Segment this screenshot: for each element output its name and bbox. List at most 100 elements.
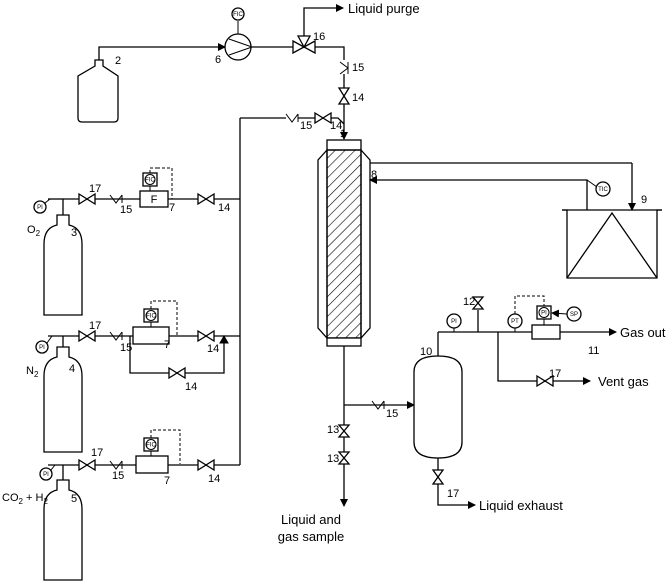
o2-supply-line: PI F FIC bbox=[33, 167, 240, 316]
setpoint-icon bbox=[566, 306, 582, 322]
valve-14-n2 bbox=[197, 329, 215, 343]
valve-14-o2 bbox=[197, 192, 215, 206]
pump-flow-controller-icon bbox=[231, 7, 245, 21]
text-labels: Liquid purge Gas out Vent gas Liquid exh… bbox=[2, 1, 666, 544]
liquid-feed-section: FIC bbox=[77, 4, 351, 140]
heater-9 bbox=[562, 209, 662, 279]
svg-text:15: 15 bbox=[300, 120, 312, 132]
gas-manifold bbox=[239, 111, 345, 465]
svg-text:TIC: TIC bbox=[598, 187, 608, 193]
svg-text:4: 4 bbox=[69, 363, 75, 375]
svg-text:14: 14 bbox=[207, 343, 219, 355]
reactor-1 bbox=[317, 139, 371, 347]
gas-out-label: Gas out bbox=[620, 325, 666, 340]
reactor-outlet-line bbox=[337, 346, 415, 507]
pump-6 bbox=[224, 33, 252, 61]
svg-text:17: 17 bbox=[91, 447, 103, 459]
svg-text:15: 15 bbox=[386, 408, 398, 420]
svg-text:10: 10 bbox=[420, 346, 432, 358]
svg-text:FIC: FIC bbox=[146, 314, 156, 320]
co2-h2-supply-line: PI FIC bbox=[39, 429, 240, 581]
svg-text:17: 17 bbox=[89, 183, 101, 195]
svg-text:14: 14 bbox=[330, 120, 342, 132]
valve-17-n2 bbox=[78, 329, 96, 343]
svg-text:8: 8 bbox=[371, 169, 377, 181]
sample-label-line1: Liquid and bbox=[281, 512, 341, 527]
relief-valve-12 bbox=[471, 296, 485, 310]
n2-label: N2 bbox=[26, 365, 39, 379]
co2h2-pressure-indicator-icon bbox=[39, 467, 53, 481]
valve-14-header bbox=[314, 111, 332, 125]
svg-text:13: 13 bbox=[327, 424, 339, 436]
liquid-purge-label: Liquid purge bbox=[348, 1, 420, 16]
temperature-control-loop: TIC bbox=[369, 162, 662, 279]
svg-text:FIC: FIC bbox=[145, 178, 155, 184]
temperature-controller-icon bbox=[595, 181, 611, 197]
svg-text:17: 17 bbox=[447, 488, 459, 500]
valve-14-n2-bypass bbox=[168, 366, 186, 380]
svg-text:5: 5 bbox=[71, 493, 77, 505]
pump-fic-label: FIC bbox=[233, 12, 243, 18]
svg-text:15: 15 bbox=[112, 470, 124, 482]
check-valve-15-co2h2 bbox=[109, 460, 123, 470]
co2h2-label: CO2 + H2 bbox=[2, 492, 48, 506]
svg-text:F: F bbox=[151, 194, 158, 206]
valve-17-co2h2 bbox=[78, 458, 96, 472]
svg-text:14: 14 bbox=[218, 202, 230, 214]
back-pressure-regulator-11 bbox=[531, 324, 561, 340]
catalyst-bed bbox=[326, 149, 362, 339]
svg-text:SP: SP bbox=[570, 312, 578, 318]
svg-text:1: 1 bbox=[340, 128, 346, 140]
svg-text:PT: PT bbox=[511, 319, 519, 325]
svg-text:PI: PI bbox=[39, 345, 45, 351]
o2-cylinder-3 bbox=[43, 214, 83, 316]
check-valve-15-top bbox=[339, 61, 349, 75]
vent-gas-label: Vent gas bbox=[598, 374, 649, 389]
o2-pi-label: PI bbox=[37, 205, 43, 211]
n2-supply-line: PI FIC bbox=[35, 300, 240, 453]
svg-text:7: 7 bbox=[164, 475, 170, 487]
svg-text:FIC: FIC bbox=[146, 443, 156, 449]
separator-10: PI PT PI SP bbox=[413, 295, 617, 509]
svg-text:PI: PI bbox=[43, 472, 49, 478]
valve-13-upper bbox=[337, 424, 351, 438]
n2-pressure-indicator-icon bbox=[35, 340, 49, 354]
check-valve-15-n2 bbox=[109, 331, 123, 341]
n2-cylinder-4 bbox=[43, 346, 83, 453]
svg-text:17: 17 bbox=[89, 320, 101, 332]
co2h2-cylinder-5 bbox=[43, 479, 83, 581]
svg-text:16: 16 bbox=[313, 31, 325, 43]
svg-text:14: 14 bbox=[352, 92, 364, 104]
check-valve-15-o2 bbox=[109, 194, 123, 204]
svg-text:11: 11 bbox=[588, 345, 599, 357]
o2-label: O2 bbox=[27, 224, 41, 238]
valve-13-lower bbox=[337, 451, 351, 465]
check-valve-15-outlet bbox=[371, 400, 385, 410]
svg-text:15: 15 bbox=[352, 62, 364, 74]
svg-text:6: 6 bbox=[215, 54, 221, 66]
line-to-liquid-purge bbox=[303, 4, 344, 36]
svg-text:3: 3 bbox=[71, 227, 77, 239]
svg-text:PI: PI bbox=[451, 319, 457, 325]
liquid-exhaust-label: Liquid exhaust bbox=[479, 498, 563, 513]
valve-14-top bbox=[337, 87, 351, 105]
sample-label-line2: gas sample bbox=[278, 529, 344, 544]
valve-17-liquid-exhaust bbox=[431, 469, 445, 485]
svg-text:2: 2 bbox=[115, 55, 121, 67]
liquid-bottle-2 bbox=[77, 59, 119, 123]
svg-text:7: 7 bbox=[164, 339, 170, 351]
svg-text:17: 17 bbox=[549, 368, 561, 380]
svg-text:15: 15 bbox=[120, 342, 132, 354]
svg-text:14: 14 bbox=[208, 473, 220, 485]
separator-pressure-indicator-icon bbox=[446, 313, 462, 329]
svg-text:12: 12 bbox=[463, 296, 475, 308]
mass-flow-controller-7-co2h2 bbox=[135, 455, 169, 474]
svg-text:13: 13 bbox=[327, 453, 339, 465]
valve-17-o2 bbox=[78, 192, 96, 206]
three-way-valve-16 bbox=[292, 35, 316, 55]
valve-14-co2h2 bbox=[197, 458, 215, 472]
svg-text:9: 9 bbox=[641, 194, 647, 206]
svg-text:14: 14 bbox=[185, 381, 197, 393]
svg-text:15: 15 bbox=[120, 204, 132, 216]
